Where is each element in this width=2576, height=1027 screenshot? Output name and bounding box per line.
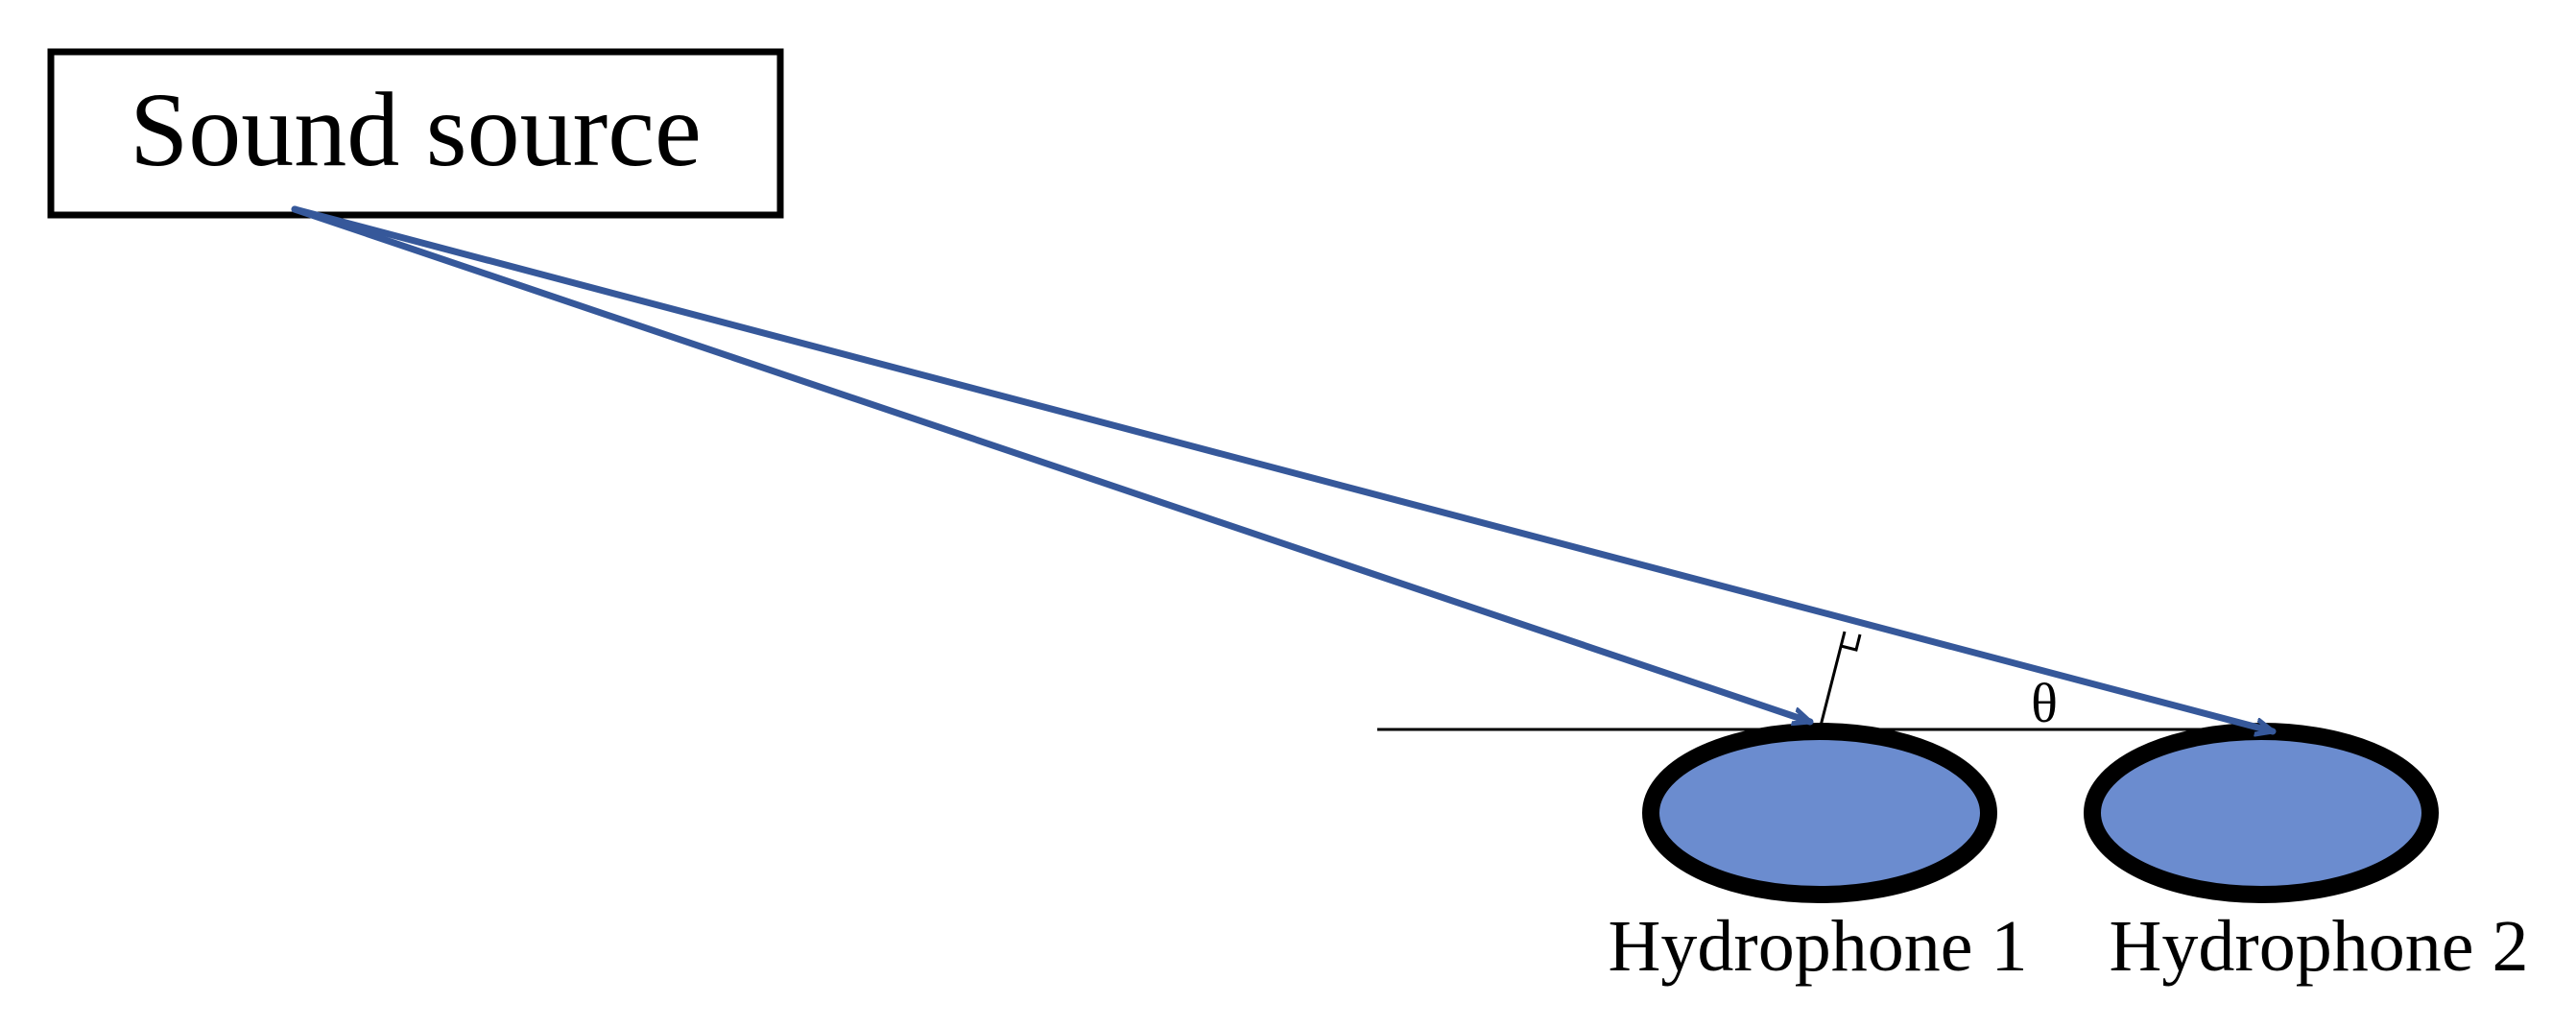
ray-to-hydrophone-1 xyxy=(291,205,1814,722)
right-angle-marker xyxy=(1840,633,1862,652)
sound-source-label: Sound source xyxy=(130,71,702,188)
hydrophone-2-label: Hydrophone 2 xyxy=(2110,906,2529,987)
ray-to-hydrophone-2 xyxy=(291,205,2277,731)
sound-source-box: Sound source xyxy=(47,48,784,219)
angle-theta-label: θ xyxy=(2031,672,2058,734)
hydrophone-1-label: Hydrophone 1 xyxy=(1609,906,2028,987)
hydrophone-1-body xyxy=(1642,723,1997,903)
perpendicular-line xyxy=(1818,631,1847,730)
sound-source-frame xyxy=(47,48,784,219)
hydrophone-2-body xyxy=(2084,723,2439,903)
